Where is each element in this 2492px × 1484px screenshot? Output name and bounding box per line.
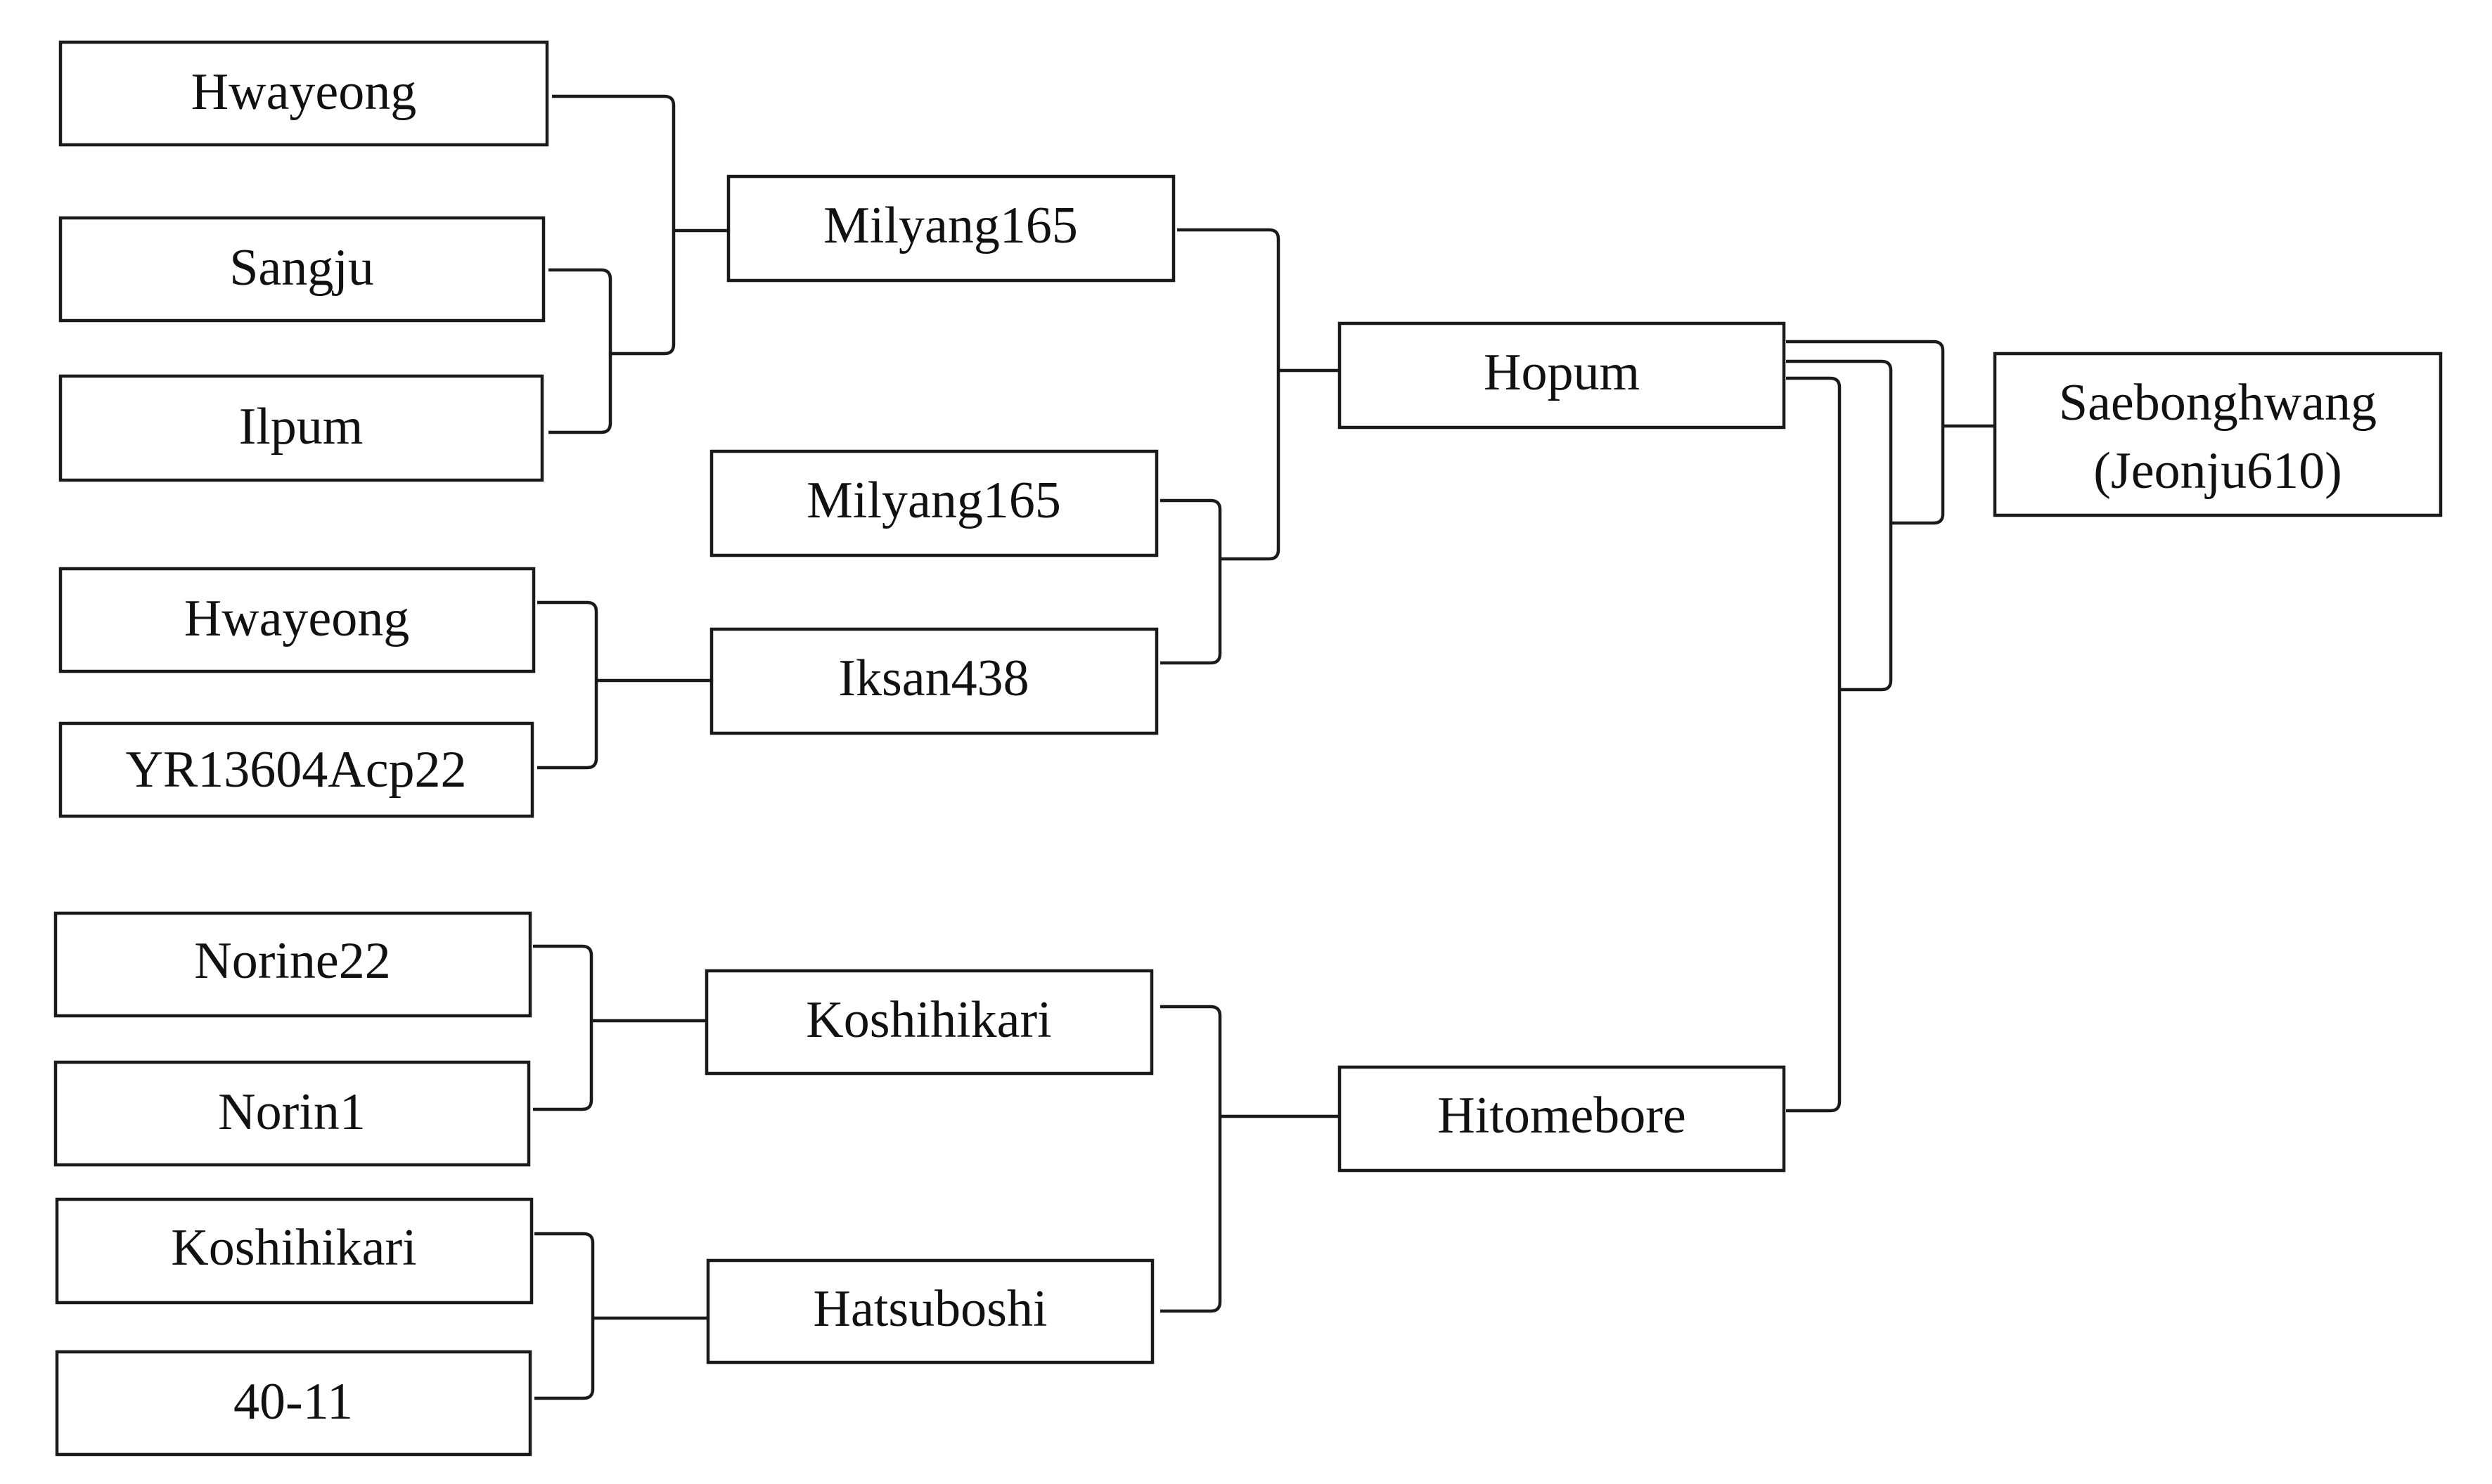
node-saebonghwang: Saebonghwang (Jeonju610) (1993, 351, 2443, 517)
node-koshihikari-a: Koshihikari (705, 969, 1154, 1076)
node-koshihikari-b: Koshihikari (55, 1197, 534, 1305)
connector-milyang165a-iksan (1177, 228, 1280, 561)
node-label: Hatsuboshi (814, 1280, 1048, 1338)
node-label: Milyang165 (807, 472, 1061, 529)
connector-backcross-1 (1786, 359, 1893, 692)
node-hitomebore: Hitomebore (1337, 1065, 1786, 1173)
connector-hwayeong-sangju-ilpum (552, 94, 676, 356)
connector-hopum-hitomebore (1786, 376, 1842, 1113)
node-yr13604acp22: YR13604Acp22 (58, 721, 534, 818)
connector-hwayeong-yr13604 (537, 600, 598, 770)
connector-milyang165b-iksan438 (1160, 498, 1222, 665)
node-norin1: Norin1 (53, 1060, 531, 1167)
node-label: Milyang165 (823, 197, 1078, 254)
node-iksan438: Iksan438 (709, 627, 1159, 735)
node-sangju: Sangju (58, 216, 546, 323)
connector-koshihikari-hatsuboshi (1160, 1005, 1222, 1313)
connector-sangju-ilpum (548, 268, 612, 434)
node-label: 40-11 (233, 1373, 353, 1431)
connector-backcross-2 (1786, 340, 1945, 525)
node-label: Saebonghwang (2059, 374, 2377, 432)
node-hopum: Hopum (1337, 321, 1786, 430)
node-milyang165-a: Milyang165 (726, 174, 1176, 283)
node-ilpum: Ilpum (58, 374, 544, 482)
node-hwayeong-top: Hwayeong (58, 40, 549, 147)
node-label: Ilpum (239, 398, 364, 456)
node-label: Norine22 (194, 932, 391, 990)
connector-norine22-norin1 (533, 944, 593, 1111)
connector-koshihikari-4011 (534, 1232, 595, 1400)
node-40-11: 40-11 (55, 1350, 532, 1457)
node-label: Koshihikari (806, 991, 1051, 1049)
node-hwayeong-mid: Hwayeong (58, 567, 536, 673)
node-label: Iksan438 (838, 650, 1029, 707)
node-label: Hopum (1484, 344, 1640, 401)
node-norine22: Norine22 (53, 911, 532, 1018)
node-milyang165-b: Milyang165 (709, 449, 1159, 557)
node-label: Hwayeong (191, 63, 417, 121)
node-label: Norin1 (218, 1083, 366, 1141)
node-label: Hwayeong (184, 590, 410, 647)
node-sublabel: (Jeonju610) (2093, 442, 2342, 500)
node-label: Sangju (229, 239, 374, 297)
node-label: Hitomebore (1437, 1087, 1685, 1144)
node-hatsuboshi: Hatsuboshi (706, 1258, 1155, 1364)
connectors (533, 94, 2001, 1400)
node-label: Koshihikari (171, 1219, 416, 1277)
node-label: YR13604Acp22 (125, 741, 466, 799)
